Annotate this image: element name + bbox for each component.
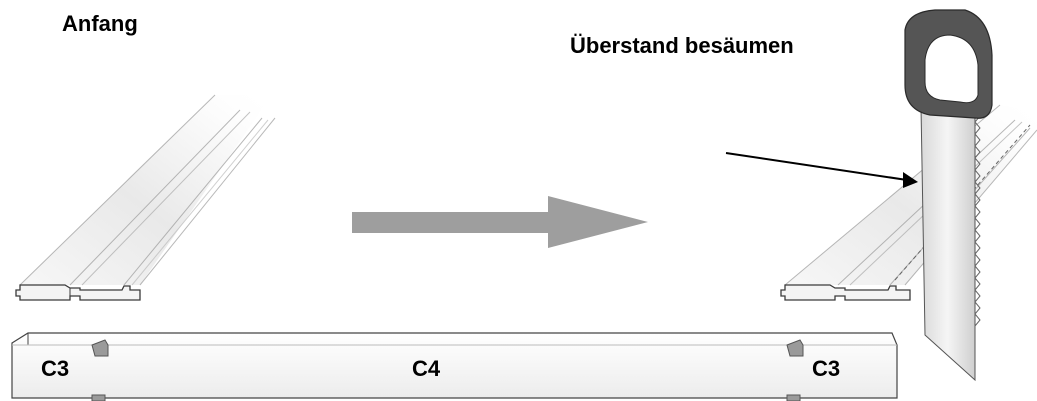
bottom-board	[11, 332, 898, 401]
start-label: Anfang	[62, 11, 138, 36]
section-label-right: C3	[812, 356, 841, 381]
direction-arrow-icon	[352, 196, 648, 248]
start-board	[15, 94, 276, 301]
trim-overhang-label: Überstand besäumen	[570, 33, 794, 58]
section-label-left: C3	[41, 356, 70, 381]
section-label-middle: C4	[412, 356, 441, 381]
handsaw-icon	[904, 9, 993, 382]
trimmed-board	[780, 104, 1037, 301]
pointer-arrow	[725, 152, 918, 188]
